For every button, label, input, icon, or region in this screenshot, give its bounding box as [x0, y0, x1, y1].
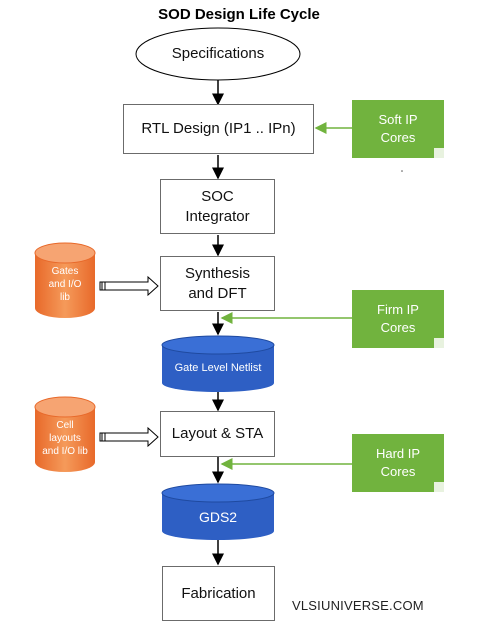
- watermark: VLSIUNIVERSE.COM: [292, 598, 424, 613]
- gates-io-lib-label: Gates and I/O lib: [35, 262, 95, 306]
- cell-layouts-lib-line2: layouts: [49, 432, 81, 444]
- stray-dot: [401, 170, 403, 172]
- hollow-arrow-gates-lib: [99, 275, 159, 297]
- gate-level-netlist-text: Gate Level Netlist: [174, 362, 262, 374]
- soft-ip-line1: Soft IP: [378, 112, 418, 127]
- synthesis-dft-box: Synthesis and DFT: [160, 256, 275, 311]
- layout-sta-text: Layout & STA: [171, 425, 264, 442]
- soft-ip-cores-note: Soft IP Cores: [352, 100, 444, 158]
- fabrication-text: Fabrication: [181, 584, 256, 602]
- rtl-design-text: RTL Design (IP1 .. IPn): [141, 120, 296, 137]
- gate-level-netlist-cylinder: [161, 335, 275, 392]
- gds2-label: GDS2: [162, 504, 274, 530]
- layout-sta-box: Layout & STA: [160, 411, 275, 457]
- firm-ip-line2: Cores: [380, 320, 416, 335]
- gds2-cylinder: [161, 483, 275, 540]
- gds2-text: GDS2: [198, 509, 238, 525]
- hard-ip-line2: Cores: [380, 464, 416, 479]
- firm-ip-line1: Firm IP: [377, 302, 419, 317]
- diagram-title: SOD Design Life Cycle: [158, 6, 320, 23]
- specifications-text: Specifications: [171, 45, 265, 62]
- soc-integrator-box: SOC Integrator: [160, 179, 275, 234]
- cell-layouts-lib-cylinder: [34, 396, 96, 472]
- fabrication-box: Fabrication: [162, 566, 275, 621]
- synthesis-dft-line2: and DFT: [188, 284, 247, 302]
- hard-ip-line1: Hard IP: [375, 446, 421, 461]
- soft-ip-line2: Cores: [380, 130, 416, 145]
- synthesis-dft-line1: Synthesis: [184, 264, 251, 282]
- gates-io-lib-line2: and I/O: [48, 278, 82, 290]
- cell-layouts-lib-label: Cell layouts and I/O lib: [33, 416, 97, 460]
- gate-level-netlist-label: Gate Level Netlist: [162, 356, 274, 380]
- hollow-arrow-cell-lib: [99, 426, 159, 448]
- cell-layouts-lib-line1: Cell: [56, 419, 74, 431]
- hard-ip-cores-note: Hard IP Cores: [352, 434, 444, 492]
- gates-io-lib-line3: lib: [59, 291, 70, 303]
- soc-integrator-line1: SOC: [201, 187, 234, 205]
- gates-io-lib-line1: Gates: [51, 265, 79, 277]
- rtl-design-box: RTL Design (IP1 .. IPn): [123, 104, 314, 154]
- cell-layouts-lib-line3: and I/O lib: [42, 445, 88, 457]
- specifications-label: Specifications: [140, 40, 296, 68]
- firm-ip-cores-note: Firm IP Cores: [352, 290, 444, 348]
- gates-io-lib-cylinder: [34, 242, 96, 318]
- soc-integrator-line2: Integrator: [185, 207, 250, 225]
